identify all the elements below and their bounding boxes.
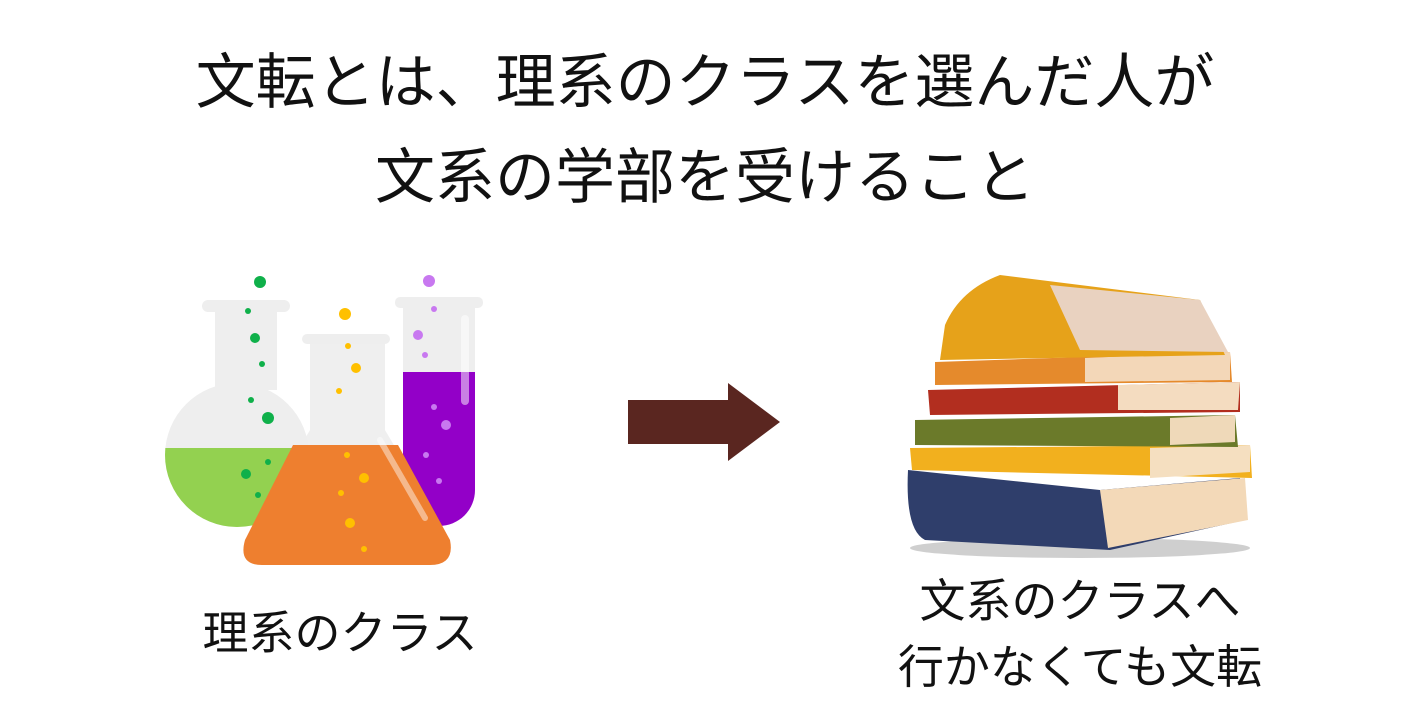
title-line-1: 文転とは、理系のクラスを選んだ人が [195,48,1215,118]
lab-flasks-icon [165,275,483,565]
humanities-label-line-2: 行かなくても文転 [897,640,1263,694]
humanities-label: 文系のクラスへ 行かなくても文転 [860,568,1300,700]
title-line-2: 文系の学部を受けること [375,143,1035,213]
right-arrow-icon [628,383,780,461]
book-stack-icon [907,275,1252,558]
science-class-label: 理系のクラス [202,606,478,660]
humanities-label-line-1: 文系のクラスへ [919,574,1241,628]
